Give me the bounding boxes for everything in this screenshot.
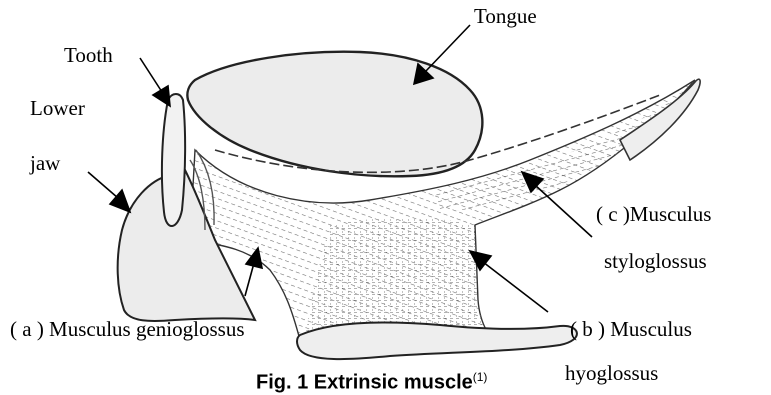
- label-genioglossus: ( a ) Musculus genioglossus: [10, 319, 245, 340]
- label-lower-jaw-line2: jaw: [30, 153, 60, 174]
- arrow-tongue: [425, 25, 470, 72]
- arrow-tooth-head: [153, 86, 170, 106]
- arrow-hyoglossus: [483, 262, 548, 312]
- tongue-body: [187, 52, 482, 177]
- label-styloglossus-line2: styloglossus: [604, 251, 707, 272]
- arrow-tooth: [140, 58, 162, 92]
- label-tongue: Tongue: [474, 6, 537, 27]
- arrow-lower-jaw: [88, 172, 118, 198]
- hyoid-bone: [297, 322, 577, 359]
- arrow-genioglossus: [245, 263, 254, 296]
- label-styloglossus-line1: ( c )Musculus: [596, 204, 711, 225]
- caption-reference: (1): [473, 370, 488, 384]
- label-hyoglossus-line1: ( b ) Musculus: [570, 319, 692, 340]
- label-tooth: Tooth: [64, 45, 113, 66]
- caption-text: Fig. 1 Extrinsic muscle: [256, 372, 473, 394]
- tooth: [162, 94, 185, 226]
- arrow-styloglossus: [535, 185, 592, 237]
- label-lower-jaw-line1: Lower: [30, 98, 85, 119]
- label-hyoglossus-line2: hyoglossus: [565, 363, 658, 384]
